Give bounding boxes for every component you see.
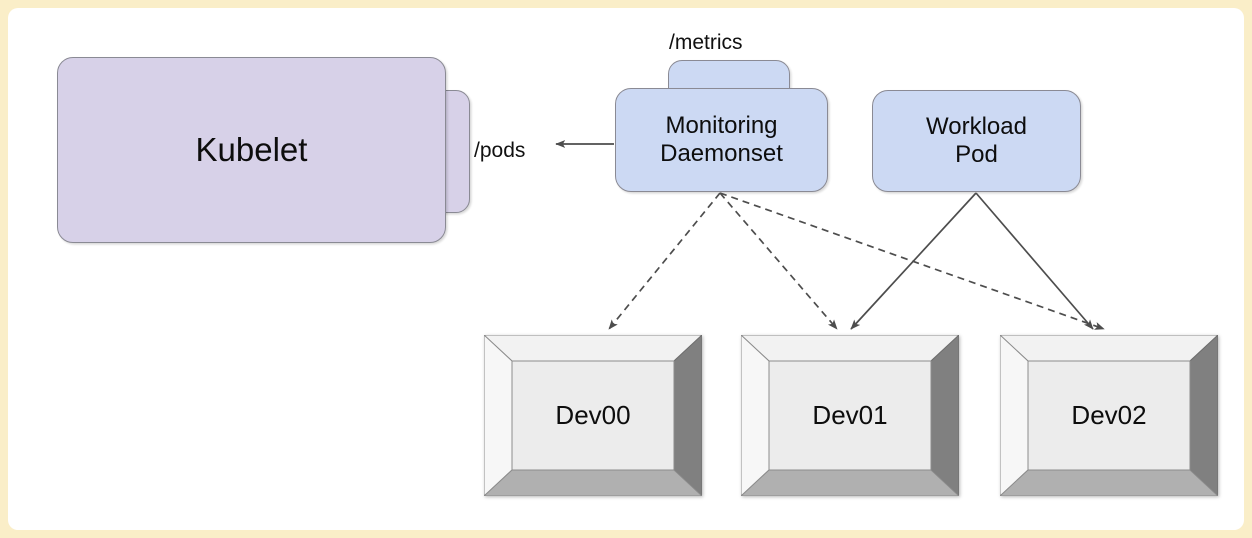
edge-label-metrics: /metrics	[669, 31, 743, 54]
edge-monitoring-to-dev02	[719, 192, 1105, 330]
edge-monitoring-to-dev01	[719, 192, 838, 330]
node-device-dev02[interactable]: Dev02	[1000, 335, 1218, 496]
edge-monitoring-to-dev00	[608, 192, 721, 330]
node-kubelet[interactable]: Kubelet	[57, 57, 446, 243]
edge-workload-to-dev01	[850, 192, 977, 330]
node-device-dev00[interactable]: Dev00	[484, 335, 702, 496]
edge-label-pods: /pods	[474, 139, 526, 162]
device-label: Dev00	[555, 400, 631, 430]
node-workload-pod[interactable]: Workload Pod	[872, 90, 1081, 192]
device-label: Dev02	[1071, 400, 1147, 430]
device-label: Dev01	[812, 400, 888, 430]
edge-workload-to-dev02	[975, 192, 1094, 330]
diagram-canvas: Kubelet /pods /metrics Monitoring Daemon…	[8, 8, 1244, 530]
node-device-dev01[interactable]: Dev01	[741, 335, 959, 496]
node-monitoring-daemonset[interactable]: Monitoring Daemonset	[615, 88, 828, 192]
